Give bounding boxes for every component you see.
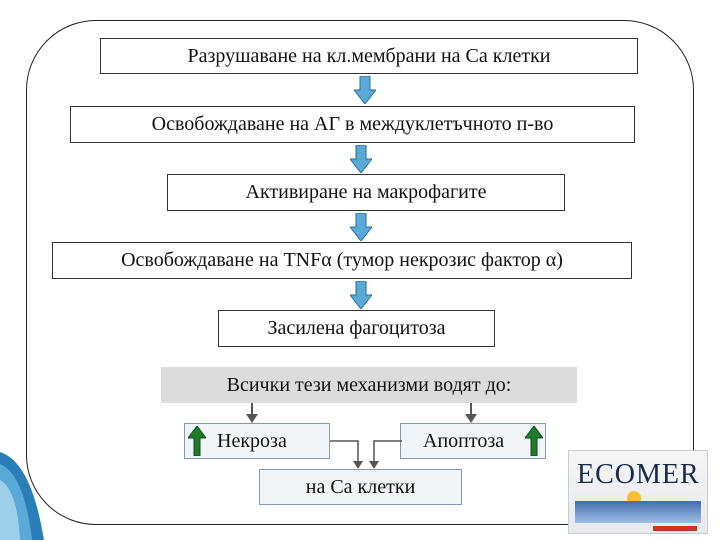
up-arrow-icon <box>188 426 206 456</box>
logo-brand-text: ECOMER <box>577 459 700 490</box>
outcome-necrosis-label: Некроза <box>217 429 287 452</box>
up-arrow-icon <box>525 426 543 456</box>
outcome-necrosis: Некроза <box>184 423 330 459</box>
logo-water-graphic <box>575 501 701 523</box>
summary-banner: Всички тези механизми водят до: <box>161 367 577 403</box>
target-cancer-cells: на Са клетки <box>259 469 462 505</box>
step-macrophage-activation: Активиране на макрофагите <box>167 174 565 211</box>
step-enhanced-phagocytosis: Засилена фагоцитоза <box>218 310 495 347</box>
decorative-swoosh <box>0 452 44 540</box>
outcome-apoptosis-label: Апоптоза <box>423 429 505 452</box>
rounded-frame <box>26 20 694 525</box>
down-arrow-icon <box>350 281 372 309</box>
step-tnf-release: Освобождаване на TNFα (тумор некрозис фа… <box>52 242 632 279</box>
down-arrow-icon <box>465 403 477 423</box>
step-antigen-release: Освобождаване на АГ в междуклетъчното п-… <box>70 106 635 143</box>
ecomer-product-logo: ECOMER <box>568 450 708 534</box>
down-arrow-icon <box>350 213 372 241</box>
step-cell-membrane-destruction: Разрушаване на кл.мембрани на Са клетки <box>100 38 638 74</box>
logo-red-bar <box>653 526 697 531</box>
down-arrow-icon <box>350 145 372 173</box>
down-arrow-icon <box>354 76 376 104</box>
connector-arrows <box>330 440 402 469</box>
down-arrow-icon <box>246 403 258 423</box>
